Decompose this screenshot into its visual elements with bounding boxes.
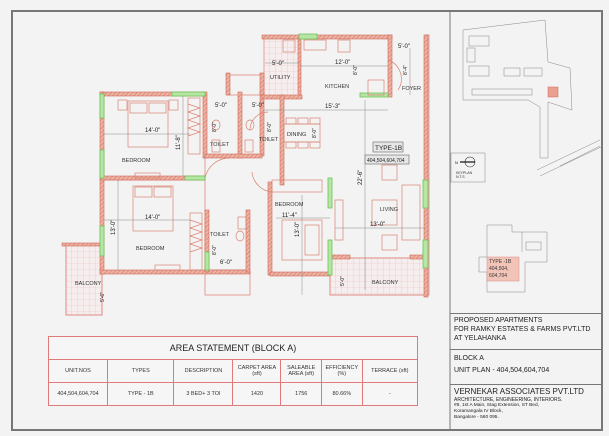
room-label-bedroom-3: BEDROOM (275, 202, 304, 208)
project-line-1: PROPOSED APARTMENTS (454, 317, 543, 324)
address-line-2: Koramangala IV Block, (454, 409, 503, 415)
header-description: DESCRIPTION (173, 359, 234, 383)
project-line-3: AT YELAHANKA (454, 334, 507, 342)
dim-toilet-2-width: 5'-0" (252, 103, 264, 109)
key-type-label: TYPE -1B (489, 259, 512, 265)
project-line-2: FOR RAMKY ESTATES & FARMS PVT.LTD (454, 325, 591, 333)
unit-tag: 404,504,604,704 (367, 158, 405, 164)
type-tag: TYPE-1B (375, 145, 402, 152)
header-types: TYPES (107, 359, 175, 383)
area-statement-title: AREA STATEMENT (BLOCK A) (48, 336, 418, 360)
dim-living-height: 22'-6" (358, 170, 364, 185)
dim-kitchen-height: 8'-0" (353, 65, 359, 75)
room-label-utility: UTILITY (270, 75, 291, 81)
dim-bedroom-2-height: 13'-0" (111, 220, 117, 235)
table-row: 404,504,604,704 TYPE - 1B 3 BED+ 3 TOI 1… (47, 382, 419, 406)
dim-toilet-3-height: 8'-0" (212, 245, 218, 255)
dim-dining-height: 8'-0" (312, 128, 318, 138)
north-label: N (455, 160, 458, 165)
room-label-toilet-1: TOILET (210, 142, 230, 148)
cell-efficiency: 80.66% (321, 382, 363, 406)
dim-bedroom-3-width: 11'-4" (282, 213, 297, 219)
project-block: PROPOSED APARTMENTS FOR RAMKY ESTATES & … (450, 313, 603, 349)
firm-subtitle: ARCHITECTURE, ENGINEERING, INTERIORS. (454, 397, 563, 403)
dim-utility-width: 5'-0" (272, 61, 284, 67)
cell-unit-nos: 404,504,604,704 (47, 382, 109, 406)
header-saleable-area: SALEABLE AREA (sft) (280, 359, 323, 383)
bed-1 (127, 100, 169, 148)
sofa (401, 184, 421, 241)
address-line-3: Bangalore - 560 095. (454, 415, 499, 421)
room-label-living: LIVING (380, 207, 398, 213)
utility-floor (263, 36, 301, 98)
room-label-balcony-1: BALCONY (75, 281, 102, 287)
header-terrace: TERRACE (sft) (361, 359, 419, 383)
fridge (367, 79, 385, 96)
dim-balcony-2-height: 5'-0" (340, 276, 346, 286)
cell-types: TYPE - 1B (107, 382, 175, 406)
address-line-1: #8, 1st A Main, Stag Extension, ST Bed, (454, 403, 539, 409)
header-efficiency: EFFICIENCY (%) (321, 359, 363, 383)
dim-foyer-height: 8'-4" (403, 65, 409, 75)
room-label-bedroom-1: BEDROOM (122, 158, 151, 164)
room-label-toilet-3: TOILET (210, 232, 230, 238)
balcony-left-floor (65, 244, 103, 316)
cell-description: 3 BED+ 3 TOI (173, 382, 234, 406)
room-label-kitchen: KITCHEN (325, 84, 349, 90)
unit-tag-box (364, 154, 410, 165)
cell-saleable-area: 1756 (280, 382, 323, 406)
dim-toilet-2-height: 8'-0" (267, 122, 273, 132)
cell-carpet-area: 1420 (232, 382, 282, 406)
dimension-lines (104, 48, 425, 295)
dim-bedroom-3-height: 13'-0" (295, 222, 301, 237)
compass-box (450, 152, 486, 183)
key-units-2: 604,704 (489, 273, 507, 279)
dim-living-width: 13'-0" (370, 222, 385, 228)
dim-foyer-width: 5'-0" (398, 44, 410, 50)
site-key-plan (462, 19, 604, 177)
area-statement-table: AREA STATEMENT (BLOCK A) UNIT.NOS TYPES … (47, 336, 419, 406)
site-highlight-block (547, 86, 559, 98)
compass-scale: N.T.S (456, 175, 465, 179)
wardrobe-3 (271, 179, 323, 193)
dim-toilet-1-height: 8'-0" (212, 122, 218, 132)
drawing-frame (11, 10, 603, 431)
compass-label: KEYPLAN (456, 171, 473, 175)
type-tag-box (372, 141, 404, 153)
dim-balcony-1-height: 5'-6" (100, 292, 106, 302)
living-table (371, 199, 398, 226)
sheet-block: BLOCK A UNIT PLAN - 404,504,604,704 (450, 349, 603, 384)
bed-2 (132, 185, 174, 232)
dim-toilet-3-width: 6'-0" (220, 260, 232, 266)
sheet-title: UNIT PLAN - 404,504,604,704 (454, 366, 550, 374)
unit-highlight (486, 256, 520, 282)
block-name: BLOCK A (454, 355, 484, 362)
dim-bedroom-1-width: 14'-0" (145, 128, 160, 134)
dim-bedroom-1-height: 11'-8" (176, 135, 182, 150)
room-label-bedroom-2: BEDROOM (136, 246, 165, 252)
dim-kitchen-width: 12'-0" (335, 60, 350, 66)
room-label-dining: DINING (287, 132, 306, 138)
firm-block: VERNEKAR ASSOCIATES PVT.LTD ARCHITECTURE… (450, 384, 603, 431)
header-carpet-area: CARPET AREA (sft) (232, 359, 282, 383)
sink (303, 39, 327, 51)
dim-dining-width: 15'-3" (325, 104, 340, 110)
wardrobe-1 (187, 97, 201, 155)
room-label-balcony-2: BALCONY (372, 280, 399, 286)
hob (337, 39, 351, 53)
room-label-toilet-2: TOILET (259, 137, 279, 143)
wardrobe-2 (189, 212, 203, 271)
block-key-plan (478, 224, 548, 293)
key-units-1: 404,504, (489, 266, 508, 272)
dim-toilet-1-width: 5'-0" (215, 103, 227, 109)
dim-bedroom-2-width: 14'-0" (145, 215, 160, 221)
cell-terrace: - (361, 382, 419, 406)
table-header-row: UNIT.NOS TYPES DESCRIPTION CARPET AREA (… (47, 359, 419, 383)
furniture (117, 39, 421, 271)
firm-name: VERNEKAR ASSOCIATES PVT.LTD (454, 387, 584, 396)
room-label-foyer: FOYER (402, 86, 421, 92)
header-unit-nos: UNIT.NOS (47, 359, 109, 383)
